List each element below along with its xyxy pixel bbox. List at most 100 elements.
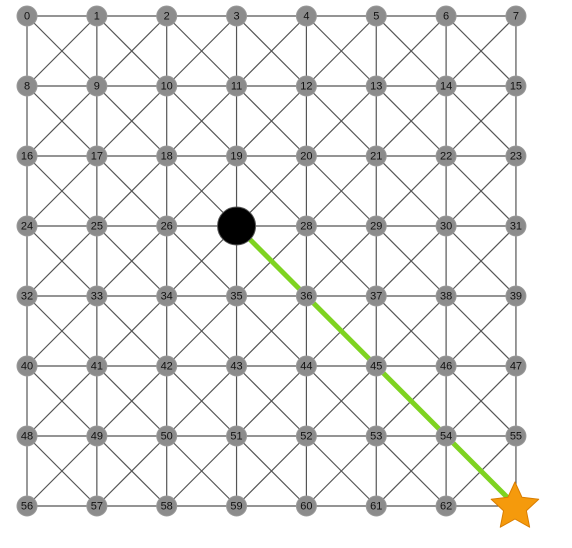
node-35[interactable]: 35 — [226, 285, 248, 307]
edge — [305, 155, 377, 227]
node-3[interactable]: 3 — [226, 5, 248, 27]
edge — [96, 155, 168, 227]
node-47[interactable]: 47 — [505, 355, 527, 377]
node-18[interactable]: 18 — [156, 145, 178, 167]
node-label: 43 — [230, 361, 242, 373]
node-5[interactable]: 5 — [365, 5, 387, 27]
node-25[interactable]: 25 — [86, 215, 108, 237]
node-41[interactable]: 41 — [86, 355, 108, 377]
node-13[interactable]: 13 — [365, 75, 387, 97]
node-29[interactable]: 29 — [365, 215, 387, 237]
edge — [166, 365, 237, 437]
node-14[interactable]: 14 — [435, 75, 457, 97]
node-59[interactable]: 59 — [226, 495, 248, 517]
node-43[interactable]: 43 — [226, 355, 248, 377]
node-circle — [365, 215, 387, 237]
node-15[interactable]: 15 — [505, 75, 527, 97]
node-21[interactable]: 21 — [365, 145, 387, 167]
node-36[interactable]: 36 — [295, 285, 317, 307]
node-45[interactable]: 45 — [365, 355, 387, 377]
node-55[interactable]: 55 — [505, 425, 527, 447]
node-circle — [295, 495, 317, 517]
node-12[interactable]: 12 — [295, 75, 317, 97]
node-62[interactable]: 62 — [435, 495, 457, 517]
node-50[interactable]: 50 — [156, 425, 178, 447]
node-9[interactable]: 9 — [86, 75, 108, 97]
node-37[interactable]: 37 — [365, 285, 387, 307]
node-46[interactable]: 46 — [435, 355, 457, 377]
node-circle — [86, 425, 108, 447]
node-10[interactable]: 10 — [156, 75, 178, 97]
node-4[interactable]: 4 — [295, 5, 317, 27]
node-40[interactable]: 40 — [16, 355, 38, 377]
edge — [305, 365, 377, 437]
orange-star-icon[interactable] — [490, 481, 540, 528]
node-19[interactable]: 19 — [226, 145, 248, 167]
node-circle — [365, 355, 387, 377]
edge — [26, 365, 98, 437]
node-23[interactable]: 23 — [505, 145, 527, 167]
node-0[interactable]: 0 — [16, 5, 38, 27]
edge — [166, 295, 237, 367]
node-54[interactable]: 54 — [435, 425, 457, 447]
game-tokens — [217, 206, 540, 528]
node-20[interactable]: 20 — [295, 145, 317, 167]
node-48[interactable]: 48 — [16, 425, 38, 447]
node-circle — [295, 5, 317, 27]
node-7[interactable]: 7 — [505, 5, 527, 27]
edge — [375, 225, 447, 297]
edge — [236, 295, 307, 367]
node-53[interactable]: 53 — [365, 425, 387, 447]
node-label: 4 — [303, 11, 309, 23]
node-26[interactable]: 26 — [156, 215, 178, 237]
edge — [26, 295, 98, 367]
node-circle — [156, 355, 178, 377]
node-circle — [365, 285, 387, 307]
node-34[interactable]: 34 — [156, 285, 178, 307]
node-label: 1 — [94, 11, 100, 23]
node-17[interactable]: 17 — [86, 145, 108, 167]
node-circle — [86, 285, 108, 307]
node-circle — [435, 495, 457, 517]
edge — [445, 155, 517, 227]
node-30[interactable]: 30 — [435, 215, 457, 237]
node-circle — [295, 145, 317, 167]
node-28[interactable]: 28 — [295, 215, 317, 237]
node-1[interactable]: 1 — [86, 5, 108, 27]
node-circle — [16, 145, 38, 167]
node-44[interactable]: 44 — [295, 355, 317, 377]
node-61[interactable]: 61 — [365, 495, 387, 517]
grid-edges — [26, 15, 517, 507]
node-circle — [16, 5, 38, 27]
node-32[interactable]: 32 — [16, 285, 38, 307]
node-16[interactable]: 16 — [16, 145, 38, 167]
node-31[interactable]: 31 — [505, 215, 527, 237]
black-marble-icon[interactable] — [217, 206, 257, 246]
node-51[interactable]: 51 — [226, 425, 248, 447]
node-58[interactable]: 58 — [156, 495, 178, 517]
node-label: 9 — [94, 81, 100, 93]
node-circle — [16, 355, 38, 377]
node-22[interactable]: 22 — [435, 145, 457, 167]
node-24[interactable]: 24 — [16, 215, 38, 237]
edge — [26, 225, 98, 297]
node-label: 48 — [21, 431, 33, 443]
node-label: 15 — [510, 81, 522, 93]
node-56[interactable]: 56 — [16, 495, 38, 517]
node-11[interactable]: 11 — [226, 75, 248, 97]
node-6[interactable]: 6 — [435, 5, 457, 27]
node-57[interactable]: 57 — [86, 495, 108, 517]
node-2[interactable]: 2 — [156, 5, 178, 27]
node-42[interactable]: 42 — [156, 355, 178, 377]
node-60[interactable]: 60 — [295, 495, 317, 517]
edge — [236, 435, 307, 507]
node-39[interactable]: 39 — [505, 285, 527, 307]
node-circle — [16, 425, 38, 447]
node-52[interactable]: 52 — [295, 425, 317, 447]
node-8[interactable]: 8 — [16, 75, 38, 97]
node-label: 47 — [510, 361, 522, 373]
node-33[interactable]: 33 — [86, 285, 108, 307]
node-38[interactable]: 38 — [435, 285, 457, 307]
node-49[interactable]: 49 — [86, 425, 108, 447]
